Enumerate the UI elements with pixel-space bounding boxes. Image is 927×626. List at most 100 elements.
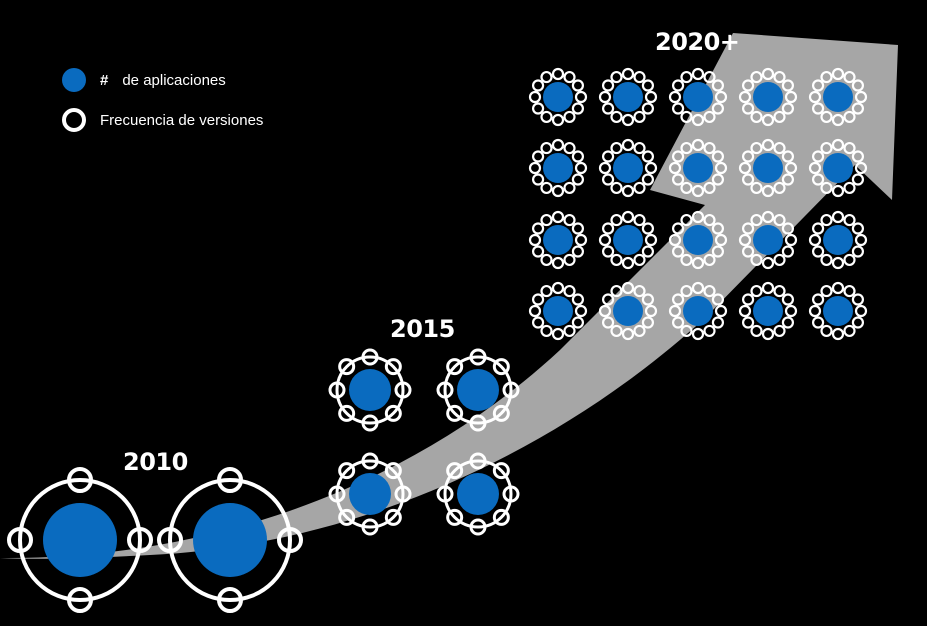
release-circle-icon (854, 304, 868, 318)
release-circle-icon (601, 79, 615, 92)
release-circle-icon (633, 253, 646, 267)
release-circle-icon (781, 173, 795, 186)
release-circle-icon (820, 284, 833, 298)
release-circle-icon (551, 281, 565, 295)
release-circle-icon (843, 253, 856, 267)
app-node (738, 138, 798, 198)
release-circle-icon (641, 79, 655, 92)
release-circle-icon (781, 293, 795, 306)
app-node (436, 348, 520, 432)
release-circle-icon (601, 150, 615, 163)
release-circle-icon (531, 150, 545, 163)
release-circle-icon (711, 79, 725, 92)
app-core-icon (543, 153, 573, 183)
release-circle-icon (644, 161, 658, 175)
release-circle-icon (492, 358, 510, 376)
release-circle-icon (563, 253, 576, 267)
release-circle-icon (551, 184, 565, 198)
app-core-icon (753, 153, 783, 183)
app-node (598, 210, 658, 270)
release-circle-icon (563, 70, 576, 84)
release-circle-icon (277, 527, 303, 553)
app-node (436, 452, 520, 536)
release-circle-icon (598, 304, 612, 318)
release-circle-icon (773, 181, 786, 195)
release-circle-icon (738, 161, 752, 175)
release-circle-icon (551, 210, 565, 224)
release-circle-icon (691, 327, 705, 341)
release-circle-icon (761, 67, 775, 81)
release-circle-icon (711, 150, 725, 163)
release-circle-icon (633, 324, 646, 338)
legend: # de aplicaciones Frecuencia de versione… (62, 60, 263, 140)
release-circle-icon (492, 404, 510, 422)
app-core-icon (823, 82, 853, 112)
release-circle-icon (571, 79, 585, 92)
release-circle-icon (741, 79, 755, 92)
app-node (808, 210, 868, 270)
release-circle-icon (680, 181, 693, 195)
release-circle-icon (761, 210, 775, 224)
release-circle-icon (714, 90, 728, 104)
release-circle-icon (217, 467, 243, 493)
release-circle-icon (741, 245, 755, 258)
release-circle-icon (811, 79, 825, 92)
app-node (528, 210, 588, 270)
release-circle-icon (843, 181, 856, 195)
release-circle-icon (671, 222, 685, 235)
release-circle-icon (384, 508, 402, 526)
release-circle-icon (621, 113, 635, 127)
release-circle-icon (820, 213, 833, 227)
release-circle-icon (781, 316, 795, 329)
release-circle-icon (691, 281, 705, 295)
release-circle-icon (781, 79, 795, 92)
release-circle-icon (384, 462, 402, 480)
release-circle-icon (633, 110, 646, 124)
release-circle-icon (531, 79, 545, 92)
release-circle-icon (761, 184, 775, 198)
release-circle-icon (328, 485, 346, 503)
release-circle-icon (610, 253, 623, 267)
app-core-icon (193, 503, 267, 577)
release-circle-icon (338, 462, 356, 480)
release-circle-icon (67, 587, 93, 613)
release-circle-icon (601, 102, 615, 115)
release-circle-icon (811, 173, 825, 186)
app-node (738, 210, 798, 270)
release-circle-icon (531, 245, 545, 258)
release-circle-icon (571, 316, 585, 329)
release-circle-icon (361, 348, 379, 366)
release-circle-icon (811, 245, 825, 258)
release-circle-icon (854, 233, 868, 247)
release-circle-icon (691, 67, 705, 81)
release-circle-icon (691, 113, 705, 127)
release-circle-icon (446, 404, 464, 422)
release-circle-icon (820, 141, 833, 155)
release-circle-icon (551, 67, 565, 81)
year-label-2010: 2010 (123, 448, 188, 476)
release-circle-icon (703, 213, 716, 227)
release-circle-icon (531, 316, 545, 329)
release-circle-icon (610, 70, 623, 84)
release-circle-icon (67, 467, 93, 493)
release-circle-icon (741, 222, 755, 235)
release-circle-icon (761, 327, 775, 341)
release-circle-icon (621, 67, 635, 81)
release-circle-icon (851, 245, 865, 258)
release-circle-icon (671, 245, 685, 258)
legend-item-release-frequency: Frecuencia de versiones (62, 100, 263, 140)
release-circle-icon (761, 256, 775, 270)
nodes-layer (7, 67, 868, 613)
release-circle-icon (361, 518, 379, 536)
release-circle-icon (601, 293, 615, 306)
release-circle-icon (691, 256, 705, 270)
release-circle-icon (528, 233, 542, 247)
release-circle-icon (831, 256, 845, 270)
release-circle-icon (633, 284, 646, 298)
release-circle-icon (469, 348, 487, 366)
release-circle-icon (574, 90, 588, 104)
release-circle-icon (714, 233, 728, 247)
release-circle-icon (738, 304, 752, 318)
legend-item-apps: # de aplicaciones (62, 60, 263, 100)
